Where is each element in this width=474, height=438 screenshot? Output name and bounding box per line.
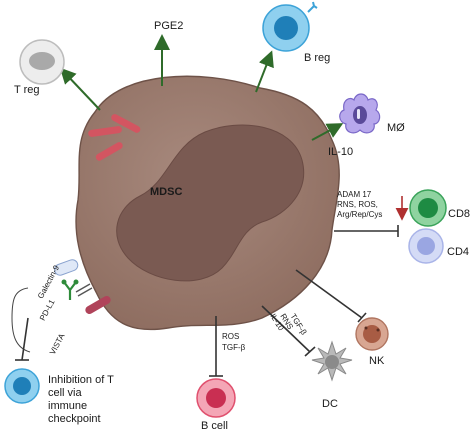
mediator-bcell-tgfb: TGF-β xyxy=(222,343,246,352)
treg-label: T reg xyxy=(14,84,40,96)
macrophage-label: MØ xyxy=(387,122,405,134)
macrophage-cell xyxy=(339,93,381,134)
bcell-label: B cell xyxy=(201,420,228,432)
nk-label: NK xyxy=(369,355,385,367)
inhibited-tcell xyxy=(4,368,40,404)
il10-label: IL-10 xyxy=(328,146,354,158)
cd8-label: CD8 xyxy=(448,208,471,220)
mediator-adam17: ADAM 17 xyxy=(337,190,372,199)
mdsc-label: MDSC xyxy=(150,186,183,198)
checkpoint-bracket xyxy=(11,287,31,353)
cd4-label: CD4 xyxy=(447,246,470,258)
outcome-line-3: immune xyxy=(48,400,88,412)
cd4-cell xyxy=(408,228,444,264)
mdsc-nucleus xyxy=(116,124,305,282)
cd8-cell xyxy=(409,189,447,227)
activation-arrows xyxy=(59,34,344,141)
checkpoint-ligands xyxy=(54,259,111,314)
nk-cell xyxy=(355,317,389,351)
bcell-cell xyxy=(196,378,236,418)
pge2-label: PGE2 xyxy=(154,20,184,32)
mediator-arg: Arg/Rep/Cys xyxy=(337,210,383,219)
outcome-line-1: Inhibition of T xyxy=(48,374,114,386)
dc-label: DC xyxy=(322,398,338,410)
treg-cell xyxy=(19,39,65,85)
outcome-line-4: checkpoint xyxy=(48,413,101,425)
outcome-line-2: cell via xyxy=(48,387,82,399)
dc-cell xyxy=(311,340,353,382)
mediator-rns-ros: RNS, ROS, xyxy=(337,200,378,209)
inhibition-lines xyxy=(15,225,399,377)
breg-label: B reg xyxy=(304,52,331,64)
mediator-bcell-ros: ROS xyxy=(222,332,240,341)
granules xyxy=(88,114,141,161)
breg-cell xyxy=(262,1,318,52)
